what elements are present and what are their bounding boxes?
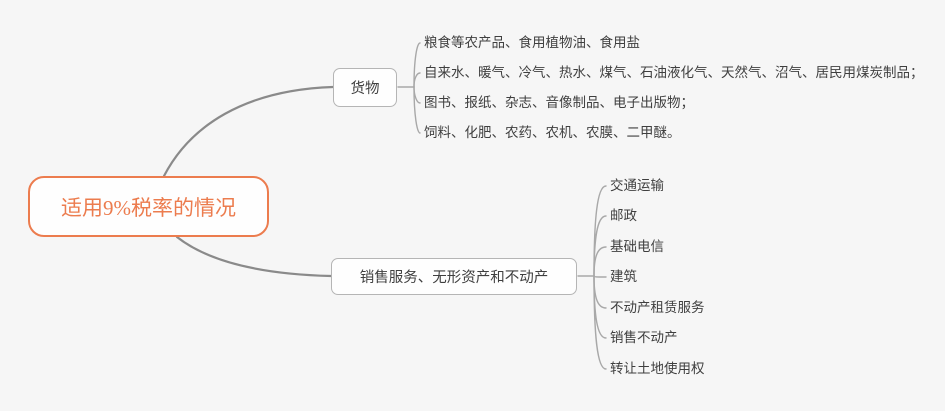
leaf-topic-services-4[interactable]: 建筑 <box>610 268 637 284</box>
connector-goods-child-4 <box>413 86 421 134</box>
connector-root-to-goods <box>162 85 335 178</box>
leaf-topic-goods-2[interactable]: 自来水、暖气、冷气、热水、煤气、石油液化气、天然气、沼气、居民用煤炭制品； <box>424 64 924 80</box>
leaf-topic-services-3[interactable]: 基础电信 <box>610 238 664 254</box>
connector-services-child-4 <box>593 275 607 278</box>
leaf-topic-services-6[interactable]: 销售不动产 <box>610 329 678 345</box>
connector-root-to-services <box>175 235 333 278</box>
connector-services-child-7 <box>593 275 607 370</box>
leaf-topic-services-1[interactable]: 交通运输 <box>610 177 664 193</box>
connector-services-child-3 <box>593 246 607 277</box>
leaf-topic-goods-4[interactable]: 饲料、化肥、农药、农机、农膜、二甲醚。 <box>424 124 681 140</box>
leaf-topic-services-5[interactable]: 不动产租赁服务 <box>610 299 705 315</box>
connector-goods-child-2 <box>413 72 421 88</box>
leaf-topic-services-7[interactable]: 转让土地使用权 <box>610 360 705 376</box>
leaf-topic-goods-1[interactable]: 粮食等农产品、食用植物油、食用盐 <box>424 34 640 50</box>
branch-topic-services[interactable]: 销售服务、无形资产和不动产 <box>331 258 577 295</box>
branch-topic-goods[interactable]: 货物 <box>333 68 397 107</box>
root-topic[interactable]: 适用9%税率的情况 <box>28 176 269 237</box>
connector-services-child-1 <box>593 185 607 277</box>
leaf-topic-goods-3[interactable]: 图书、报纸、杂志、音像制品、电子出版物； <box>424 94 694 110</box>
connector-services-child-5 <box>593 275 607 309</box>
leaf-topic-services-2[interactable]: 邮政 <box>610 207 637 223</box>
